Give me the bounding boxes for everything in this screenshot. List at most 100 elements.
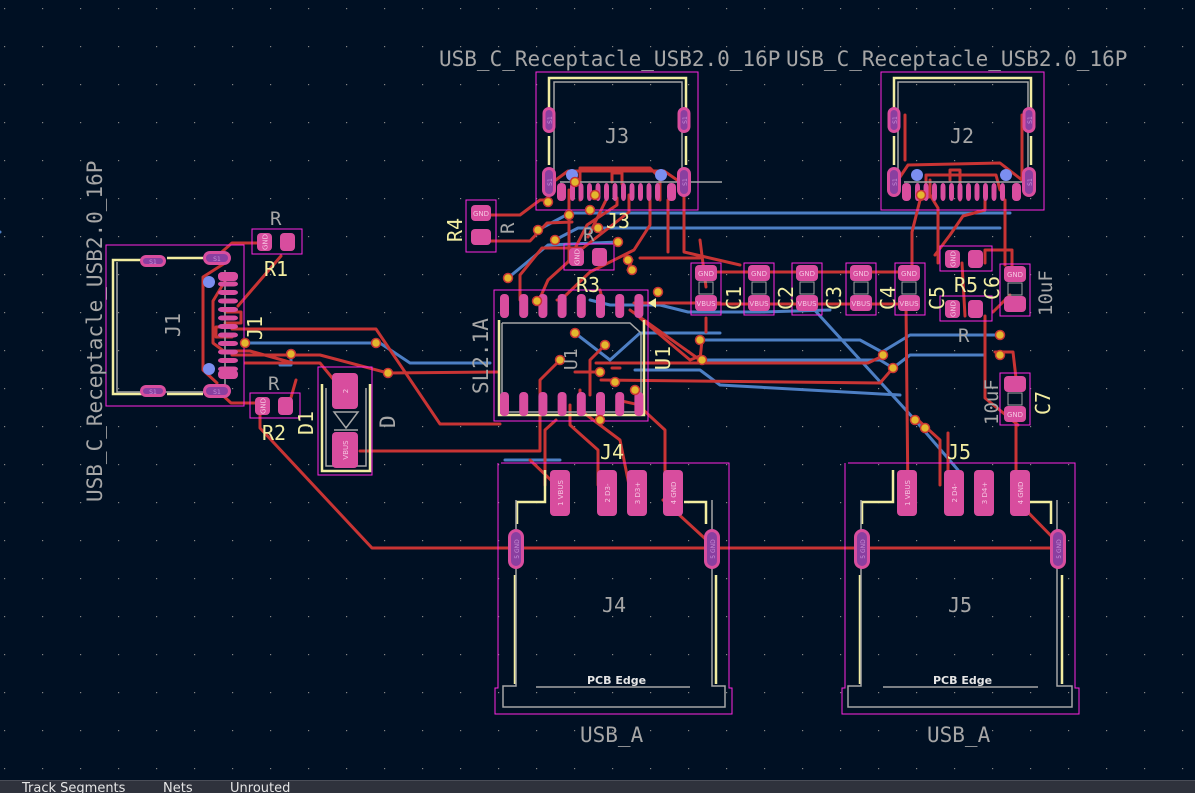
grid-dot xyxy=(536,160,538,162)
courtyard-r3 xyxy=(563,243,615,271)
grid-dot xyxy=(840,730,842,732)
pad-label: S1 xyxy=(1027,116,1034,124)
pad-shape xyxy=(991,183,997,201)
oval-pad: S1 xyxy=(203,384,231,398)
grid-dot xyxy=(498,236,500,238)
grid-dot xyxy=(1030,198,1032,200)
grid-dot xyxy=(1182,274,1184,276)
grid-dot xyxy=(460,654,462,656)
grid-dot xyxy=(308,540,310,542)
grid-dot xyxy=(118,274,120,276)
track-back xyxy=(588,298,832,314)
grid-dot xyxy=(878,578,880,580)
pad-hole xyxy=(857,532,867,566)
grid-dot xyxy=(498,122,500,124)
pad-shape xyxy=(557,294,567,318)
grid-dot xyxy=(118,578,120,580)
grid-dot xyxy=(1182,692,1184,694)
grid-dot xyxy=(498,198,500,200)
oval-pad: S1 xyxy=(542,167,556,197)
grid-dot xyxy=(650,236,652,238)
grid-dot xyxy=(916,312,918,314)
track-front xyxy=(896,161,1024,182)
smd-pad xyxy=(1012,183,1021,201)
pad-shape xyxy=(218,315,238,321)
via xyxy=(609,376,621,388)
courtyard-c5 xyxy=(894,262,926,316)
grid-dot xyxy=(726,692,728,694)
grid-dot xyxy=(916,8,918,10)
via xyxy=(569,176,581,188)
grid-dot xyxy=(1144,122,1146,124)
grid-dot xyxy=(4,312,6,314)
smd-pad xyxy=(557,392,567,416)
grid-dot xyxy=(688,578,690,580)
grid-dot xyxy=(384,616,386,618)
grid-dot xyxy=(270,464,272,466)
grid-dot xyxy=(460,464,462,466)
grid-dot xyxy=(422,502,424,504)
grid-dot xyxy=(194,502,196,504)
via xyxy=(370,337,382,349)
grid-dot xyxy=(232,540,234,542)
grid-dot xyxy=(1106,502,1108,504)
grid-dot xyxy=(1144,464,1146,466)
grid-dot xyxy=(232,616,234,618)
grid-dot xyxy=(1182,350,1184,352)
grid-dot xyxy=(4,46,6,48)
grid-dot xyxy=(80,388,82,390)
courtyard-c7 xyxy=(999,372,1031,426)
smd-pad xyxy=(667,183,676,201)
pad-shape xyxy=(612,183,618,201)
pad-shape xyxy=(945,250,960,268)
track-front xyxy=(230,353,499,375)
track-back xyxy=(506,240,620,280)
grid-dot xyxy=(840,578,842,580)
value-j3: USB_C_Receptacle_USB2.0_16P xyxy=(439,47,780,71)
oval-pad: S1 xyxy=(1022,107,1036,133)
grid-dot xyxy=(270,578,272,580)
ref-c6: C6 xyxy=(980,276,1004,300)
pad-hole xyxy=(206,254,228,262)
grid-dot xyxy=(498,274,500,276)
grid-dot xyxy=(4,160,6,162)
grid-dot xyxy=(4,540,6,542)
grid-dot xyxy=(118,502,120,504)
grid-dot xyxy=(498,578,500,580)
grid-dot xyxy=(194,274,196,276)
grid-dot xyxy=(384,578,386,580)
smd-pad: GND xyxy=(1004,406,1026,422)
via xyxy=(599,339,611,351)
grid-dot xyxy=(802,578,804,580)
via xyxy=(887,362,899,374)
grid-dot xyxy=(308,616,310,618)
grid-dot xyxy=(1030,730,1032,732)
courtyard-r5 xyxy=(939,295,993,322)
ref-j1-silk: J1 xyxy=(243,316,267,340)
grid-dot xyxy=(802,46,804,48)
value-d1: D xyxy=(376,415,400,428)
pad-shape xyxy=(634,392,644,416)
grid-dot xyxy=(1106,730,1108,732)
grid-dot xyxy=(764,426,766,428)
grid-dot xyxy=(726,160,728,162)
grid-dot xyxy=(156,768,158,770)
grid-dot xyxy=(878,730,880,732)
grid-dot xyxy=(270,274,272,276)
via xyxy=(502,272,514,284)
npth-hole xyxy=(203,276,215,288)
grid-dot xyxy=(954,426,956,428)
oval-pad: 5 GND xyxy=(704,529,720,569)
pad-label: VBUS xyxy=(342,440,350,460)
grid-dot xyxy=(688,464,690,466)
grid-dot xyxy=(1106,84,1108,86)
grid-dot xyxy=(1144,730,1146,732)
grid-dot xyxy=(878,312,880,314)
oval-pad: S1 xyxy=(887,167,901,197)
pad-shape xyxy=(629,183,635,201)
track-front xyxy=(928,178,940,265)
grid-dot xyxy=(194,540,196,542)
grid-dot xyxy=(346,654,348,656)
ref-u1: U1 xyxy=(651,346,675,370)
